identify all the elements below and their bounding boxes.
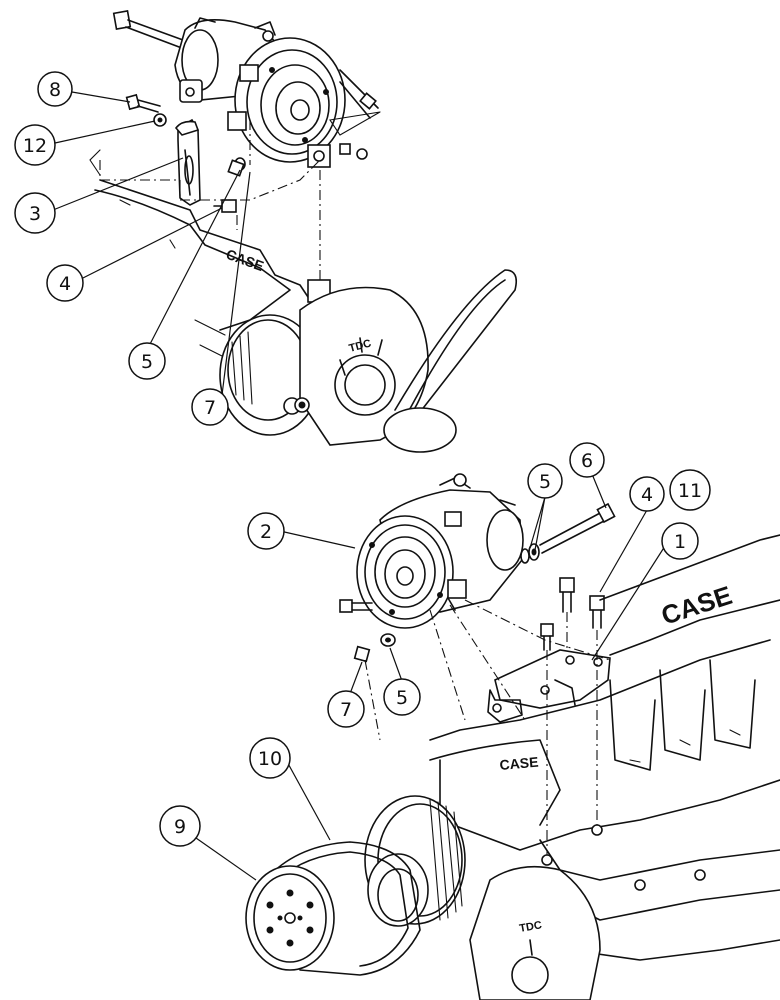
upper-compressor	[174, 17, 381, 168]
callout-4-upper: 4	[46, 264, 84, 302]
callout-9: 9	[159, 805, 201, 847]
callout-5-lower: 5	[383, 678, 421, 716]
lower-pulley-9	[245, 865, 335, 971]
callout-6: 6	[569, 442, 605, 478]
callout-2-label: 2	[260, 521, 272, 543]
lower-cover-case-stamp: CASE	[499, 754, 539, 773]
callout-9-label: 9	[174, 816, 186, 838]
callout-2: 2	[247, 512, 285, 550]
lower-washer-5	[380, 633, 396, 647]
callout-4-upper-label: 4	[59, 273, 71, 295]
callout-5-lower-label: 5	[396, 687, 408, 709]
callout-5-upper: 5	[128, 342, 166, 380]
lower-belt	[269, 841, 421, 976]
callout-8: 8	[37, 71, 73, 107]
callout-7-lower-label: 7	[340, 699, 352, 721]
callout-3-label: 3	[29, 203, 41, 225]
upper-washer-12	[153, 113, 167, 127]
lower-nut-7	[353, 645, 371, 663]
callout-11-label: 11	[678, 480, 702, 502]
callout-12: 12	[14, 124, 56, 166]
callout-4-lower-label: 4	[641, 484, 653, 506]
upper-belt	[383, 269, 518, 453]
lower-block-case-stamp: CASE	[658, 580, 736, 631]
lower-compressor	[356, 473, 524, 629]
callout-7-lower: 7	[327, 690, 365, 728]
callout-7-upper: 7	[191, 388, 229, 426]
upper-nut-7	[227, 159, 245, 177]
callout-10-label: 10	[258, 748, 282, 770]
callout-10: 10	[249, 737, 291, 779]
lower-timing-cover: TDC	[469, 865, 601, 1000]
lower-front-bolt	[339, 599, 373, 613]
callout-5-upper-label: 5	[141, 351, 153, 373]
upper-tdc-stamp: TDC	[348, 337, 373, 354]
callout-6-label: 6	[581, 450, 593, 472]
callout-8-label: 8	[49, 79, 61, 101]
lower-long-bolt	[539, 502, 616, 554]
callout-1-label: 1	[674, 531, 686, 553]
lower-assembly: CASE CASE TDC	[195, 473, 780, 1000]
upper-bolt-8	[125, 93, 161, 113]
callout-4-lower: 4	[629, 476, 665, 512]
callout-5-lower-pair: 5	[527, 463, 563, 499]
lower-crank-pulley	[364, 795, 466, 927]
callout-1: 1	[661, 522, 699, 560]
callout-3: 3	[14, 192, 56, 234]
lower-mount-bracket	[487, 649, 611, 723]
lower-bolts-4	[540, 577, 605, 651]
lower-washers-5	[520, 543, 540, 564]
callout-7-upper-label: 7	[204, 397, 216, 419]
lower-tdc-stamp: TDC	[518, 919, 542, 935]
upper-assembly: CASE TDC	[52, 9, 518, 453]
upper-bracket	[174, 118, 201, 206]
callout-11: 11	[669, 469, 711, 511]
callout-12-label: 12	[23, 135, 47, 157]
callout-5-lower-pair-label: 5	[539, 471, 551, 493]
